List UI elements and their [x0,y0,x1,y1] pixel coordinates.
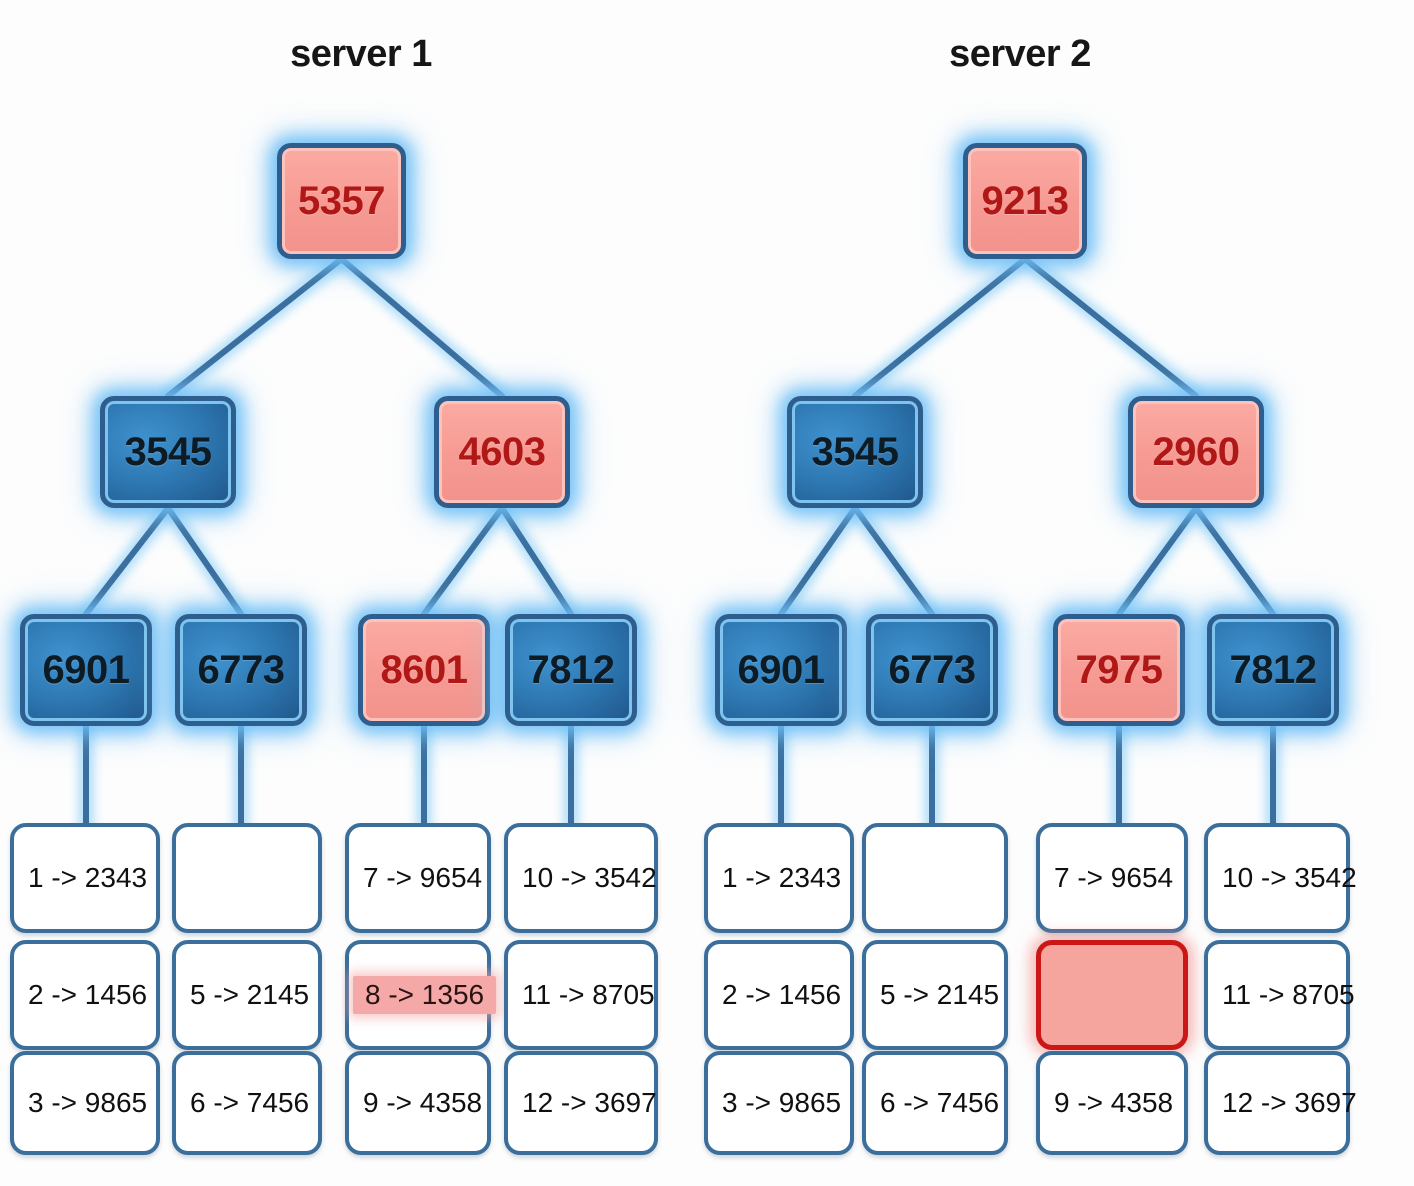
server-2-data-block-c2-r1[interactable] [862,823,1008,933]
data-entry-text: 12 -> 3697 [522,1087,657,1118]
server-2-data-block-c3-r1[interactable]: 7 -> 9654 [1036,823,1188,933]
hash-value: 6901 [737,648,825,692]
hash-value: 3545 [811,430,899,474]
data-entry-text: 5 -> 2145 [880,979,1000,1010]
server-1-leaf-node-2[interactable]: 6773 [175,614,307,726]
data-entry-text: 7 -> 9654 [1054,862,1174,893]
hash-value: 6773 [888,648,976,692]
data-entry-text: 2 -> 1456 [722,979,842,1010]
server-2-data-block-c2-r2[interactable]: 5 -> 2145 [862,940,1008,1050]
hash-value: 6773 [197,648,285,692]
data-entry-text: 11 -> 8705 [1222,979,1355,1010]
data-entry-text: 6 -> 7456 [880,1087,1000,1118]
server-2-title: server 2 [949,33,1091,75]
hash-value: 2960 [1152,430,1240,474]
hash-value: 5357 [298,179,385,223]
server-2-data-block-c3-r2[interactable] [1036,940,1188,1050]
server-1-data-block-c4-r3[interactable]: 12 -> 3697 [504,1051,658,1155]
server-1-leaf-node-1[interactable]: 6901 [20,614,152,726]
data-entry-text: 3 -> 9865 [28,1087,148,1118]
server-1-root-node[interactable]: 5357 [277,143,406,259]
data-entry-text: 10 -> 3542 [1222,862,1357,893]
server-1-data-block-c4-r2[interactable]: 11 -> 8705 [504,940,658,1050]
data-entry-text: 9 -> 4358 [1054,1087,1174,1118]
server-1-data-block-c4-r1[interactable]: 10 -> 3542 [504,823,658,933]
data-entry-text: 10 -> 3542 [522,862,657,893]
server-1-data-block-c1-r3[interactable]: 3 -> 9865 [10,1051,160,1155]
server-1-data-block-c2-r2[interactable]: 5 -> 2145 [172,940,322,1050]
server-2-data-block-c1-r3[interactable]: 3 -> 9865 [704,1051,854,1155]
server-2-data-block-c1-r2[interactable]: 2 -> 1456 [704,940,854,1050]
data-entry-text: 11 -> 8705 [522,979,655,1010]
server-2-data-block-c4-r1[interactable]: 10 -> 3542 [1204,823,1357,933]
server-1-data-block-c3-r3[interactable]: 9 -> 4358 [345,1051,491,1155]
server-1-data-block-c2-r3[interactable]: 6 -> 7456 [172,1051,322,1155]
hash-value: 8601 [380,648,468,692]
server-1-leaf-node-3[interactable]: 8601 [358,614,490,726]
server-1-data-block-c1-r1[interactable]: 1 -> 2343 [10,823,160,933]
hash-value: 7812 [1229,648,1317,692]
data-entry-text: 1 -> 2343 [28,862,148,893]
data-entry-text: 6 -> 7456 [190,1087,310,1118]
server-2-data-block-c4-r2[interactable]: 11 -> 8705 [1204,940,1355,1050]
data-entry-text: 1 -> 2343 [722,862,842,893]
server-1-data-block-c3-r1[interactable]: 7 -> 9654 [345,823,491,933]
hash-value: 7812 [527,648,615,692]
data-entry-text: 9 -> 4358 [363,1087,483,1118]
server-1-level2-node-2[interactable]: 4603 [434,396,570,508]
server-2-leaf-node-4[interactable]: 7812 [1207,614,1339,726]
hash-value: 7975 [1075,648,1163,692]
server-2-leaf-node-2[interactable]: 6773 [866,614,998,726]
hash-value: 3545 [124,430,212,474]
server-2-level2-node-1[interactable]: 3545 [787,396,923,508]
server-2-leaf-node-1[interactable]: 6901 [715,614,847,726]
server-2-data-block-c3-r3[interactable]: 9 -> 4358 [1036,1051,1188,1155]
server-2-level2-node-2[interactable]: 2960 [1128,396,1264,508]
hash-value: 9213 [981,179,1069,223]
hash-value: 4603 [458,430,546,474]
server-2-data-block-c2-r3[interactable]: 6 -> 7456 [862,1051,1008,1155]
hash-value: 6901 [42,648,130,692]
server-1-data-block-c3-r2[interactable]: 8 -> 1356 [345,940,497,1050]
server-2-data-block-c1-r1[interactable]: 1 -> 2343 [704,823,854,933]
server-1-data-block-c2-r1[interactable] [172,823,322,933]
data-entry-text: 2 -> 1456 [28,979,148,1010]
data-entry-text: 3 -> 9865 [722,1087,842,1118]
server-1-level2-node-1[interactable]: 3545 [100,396,236,508]
server-2-data-block-c4-r3[interactable]: 12 -> 3697 [1204,1051,1357,1155]
server-1-leaf-node-4[interactable]: 7812 [505,614,637,726]
data-entry-text: 8 -> 1356 [353,976,497,1014]
data-entry-text: 12 -> 3697 [1222,1087,1357,1118]
data-entry-text: 7 -> 9654 [363,862,483,893]
server-1-title: server 1 [290,33,432,75]
server-2-leaf-node-3[interactable]: 7975 [1053,614,1185,726]
server-1-data-block-c1-r2[interactable]: 2 -> 1456 [10,940,160,1050]
server-2-root-node[interactable]: 9213 [963,143,1087,259]
data-entry-text: 5 -> 2145 [190,979,310,1010]
